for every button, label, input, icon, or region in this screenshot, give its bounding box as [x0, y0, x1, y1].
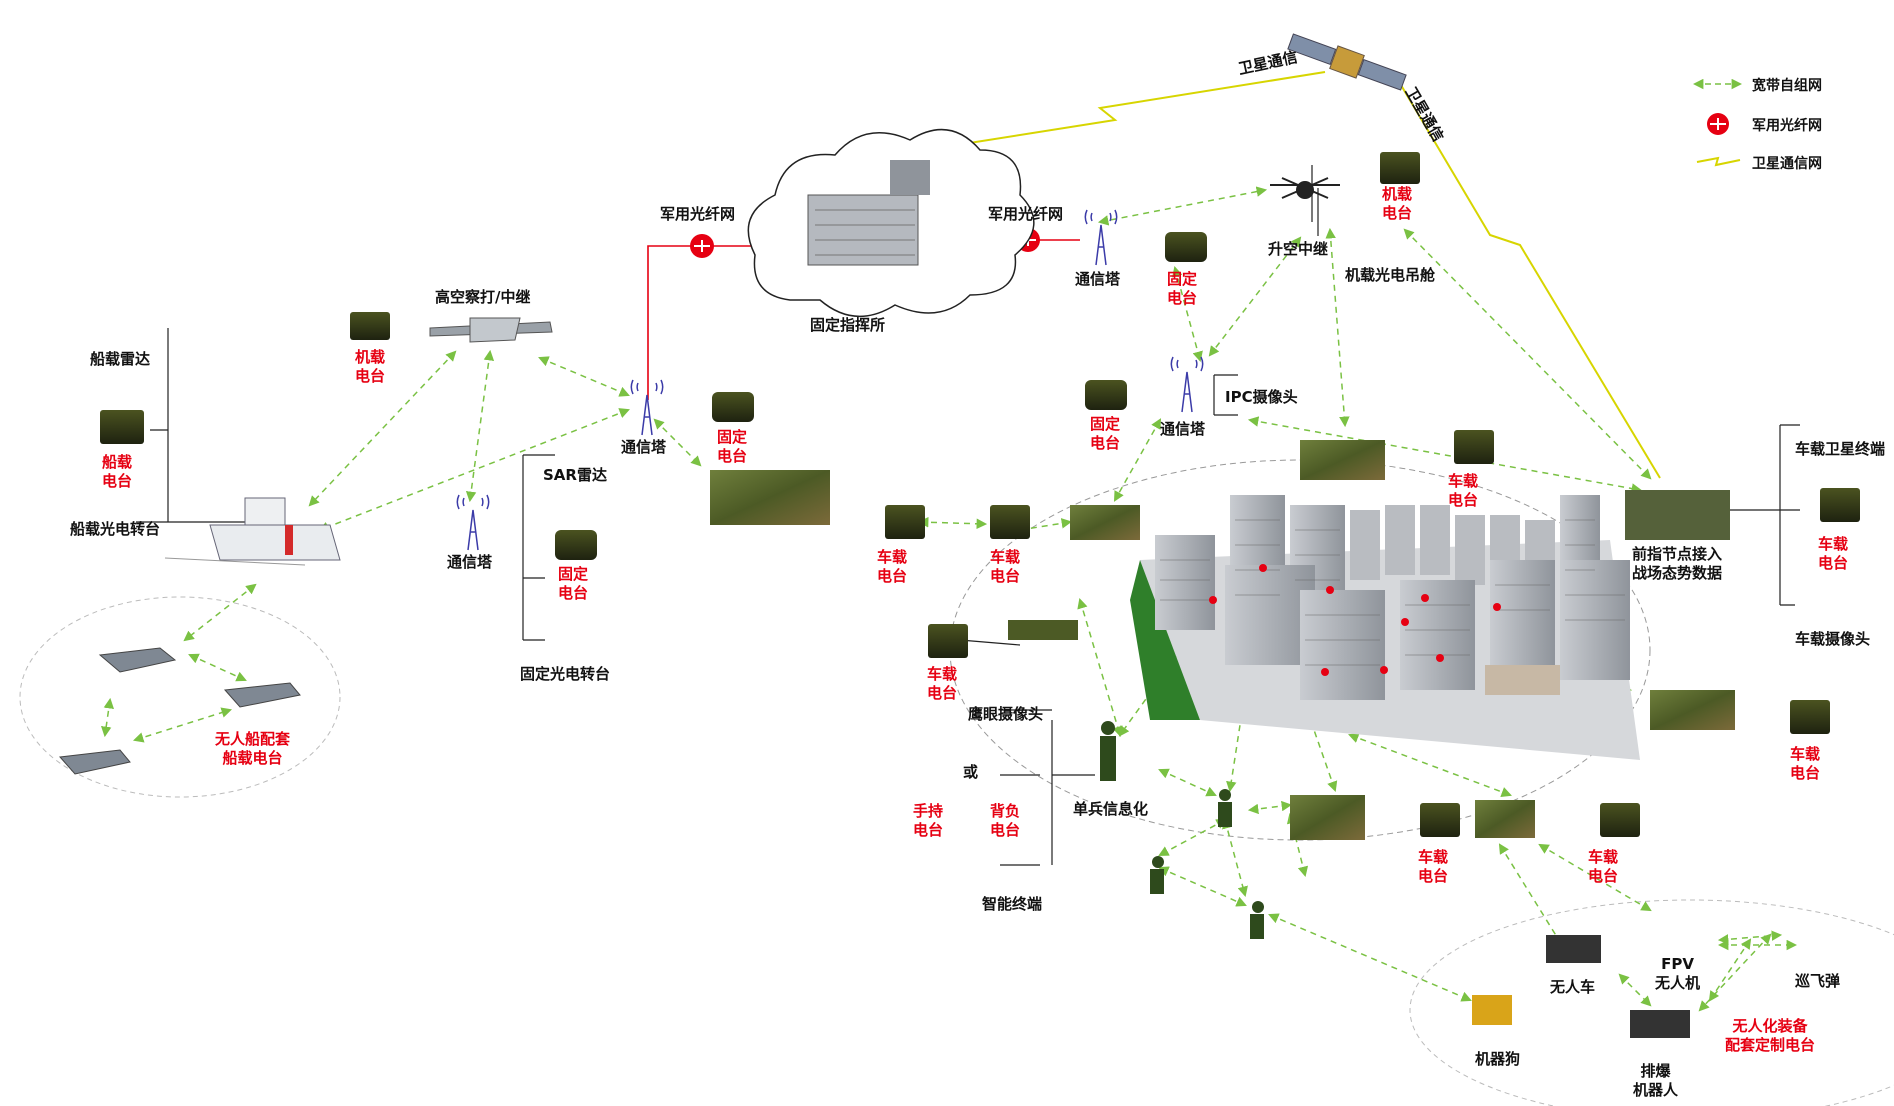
legend-manet-label: 宽带自组网: [1752, 78, 1822, 94]
uav-relay-label: 升空中继: [1268, 240, 1329, 258]
satellite-icon: [1287, 33, 1407, 91]
tower-icons: [456, 209, 1204, 551]
vehicle-icons: [710, 440, 1735, 1038]
veh-camera-label: 车载摄像头: [1795, 630, 1871, 648]
tower-d-label: 通信塔: [1160, 420, 1206, 438]
fixed-radio-d-label: 固定电台: [1090, 415, 1121, 452]
uav-radio-label: 机载电台: [1382, 185, 1413, 222]
handheld-label: 手持电台: [913, 802, 944, 839]
legend-satellite-swatch: [1696, 156, 1741, 167]
hale-relay-label: 高空察打/中继: [435, 288, 531, 306]
soldier-label: 单兵信息化: [1073, 800, 1149, 818]
legend-satellite-label: 卫星通信网: [1752, 156, 1822, 172]
veh-radio-c-label: 车载电台: [1448, 472, 1479, 509]
uav-pod-label: 机载光电吊舱: [1345, 266, 1436, 284]
fixed-radio-c-label: 固定电台: [1167, 270, 1198, 307]
veh-radio-b-label: 车载电台: [990, 548, 1021, 585]
smart-terminal-label: 智能终端: [982, 895, 1043, 913]
command-post-cloud: [747, 128, 1035, 317]
fixed-radio-b-label: 固定电台: [558, 565, 589, 602]
hale-radio-label: 机载电台: [355, 348, 386, 385]
fixed-radio-a-label: 固定电台: [717, 428, 748, 465]
usv-group-ellipse: [19, 596, 341, 798]
satellite-links: [924, 71, 1661, 479]
veh-radio-f-label: 车载电台: [1790, 745, 1821, 782]
sar-radar-label: SAR雷达: [543, 466, 607, 484]
radio-icons: [100, 152, 1860, 837]
ship-radar-label: 船载雷达: [90, 350, 151, 368]
eod-robot-label: 排爆机器人: [1633, 1062, 1679, 1099]
ship-radio-label: 船载电台: [102, 453, 133, 490]
veh-radio-h-label: 车载电台: [1588, 848, 1619, 885]
hale-uav-icon: [429, 317, 553, 343]
legend-fiber-label: 军用光纤网: [1752, 118, 1822, 134]
veh-sat-terminal-label: 车载卫星终端: [1795, 440, 1886, 458]
fiber-label-right: 军用光纤网: [988, 205, 1064, 223]
usv-radio-label: 无人船配套船载电台: [215, 730, 291, 767]
ipc-camera-label: IPC摄像头: [1225, 388, 1298, 406]
tower-b-label: 通信塔: [447, 553, 493, 571]
usv-icons: [58, 647, 301, 775]
robot-dog-label: 机器狗: [1475, 1050, 1521, 1068]
relay-drone-icon: [1270, 177, 1340, 199]
veh-radio-g-label: 车载电台: [1418, 848, 1449, 885]
forward-node-label: 前指节点接入战场态势数据: [1632, 545, 1723, 582]
legend: [1692, 78, 1743, 167]
unmanned-group-ellipse: [1409, 899, 1894, 1106]
or-label: 或: [963, 763, 979, 781]
tower-a-label: 通信塔: [621, 438, 667, 456]
fiber-label-left: 军用光纤网: [660, 205, 736, 223]
eagle-eye-label: 鹰眼摄像头: [968, 705, 1044, 723]
unmanned-radio-label: 无人化装备配套定制电台: [1725, 1017, 1816, 1054]
command-post-label: 固定指挥所: [810, 316, 886, 334]
legend-fiber-swatch: [1707, 113, 1729, 135]
urban-buildings: [1130, 495, 1640, 760]
loitering-label: 巡飞弹: [1795, 972, 1841, 990]
ugv-label: 无人车: [1550, 978, 1596, 996]
veh-radio-e-label: 车载电台: [1818, 535, 1849, 572]
veh-radio-d-label: 车载电台: [927, 665, 958, 702]
tower-c-label: 通信塔: [1075, 270, 1121, 288]
soldier-icons: [1100, 721, 1264, 939]
manpack-label: 背负电台: [990, 802, 1021, 839]
ship-eo-label: 船载光电转台: [70, 520, 161, 538]
ship-icon: [164, 497, 341, 566]
fixed-eo-label: 固定光电转台: [520, 665, 611, 683]
veh-radio-a-label: 车载电台: [877, 548, 908, 585]
